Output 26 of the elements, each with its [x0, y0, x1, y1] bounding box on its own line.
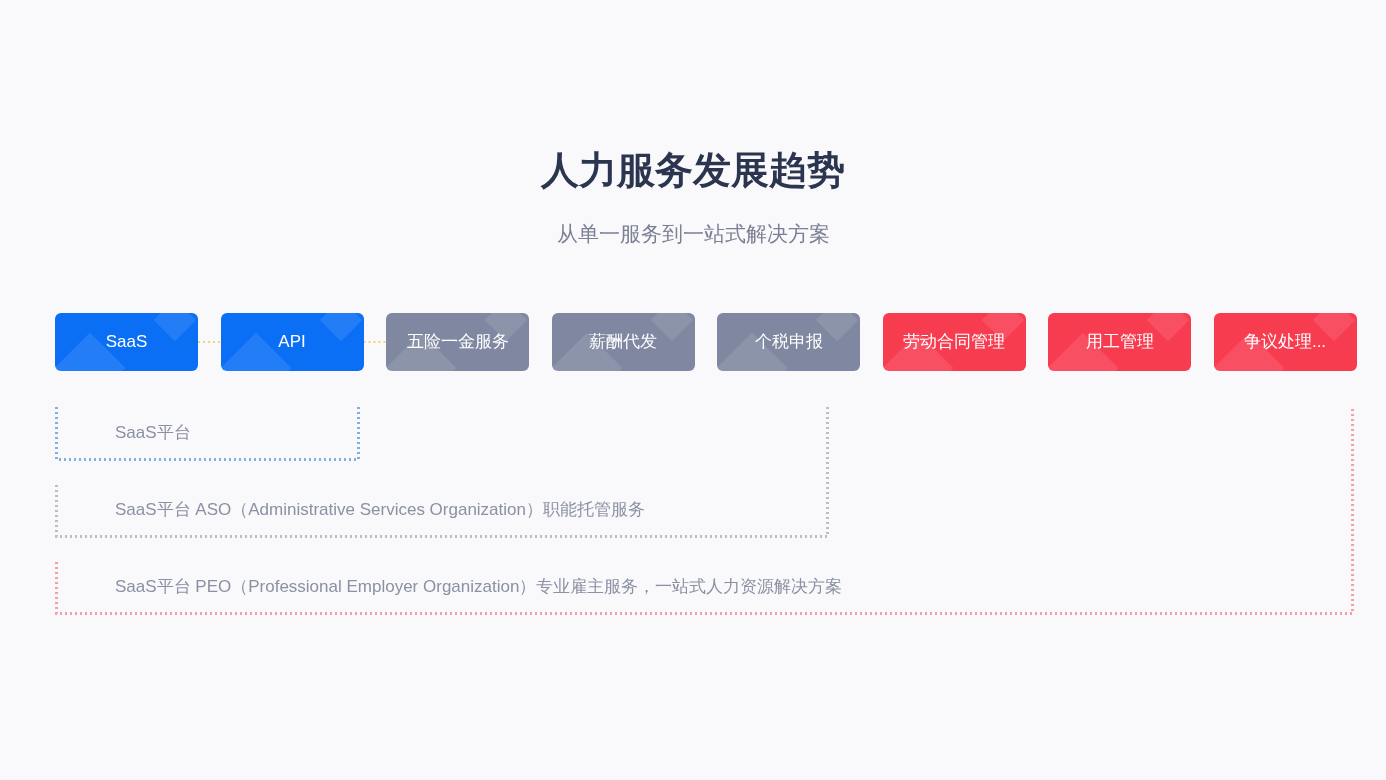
box-label: 薪酬代发	[589, 331, 657, 354]
dotted-bracket	[55, 407, 829, 538]
service-box	[1048, 313, 1191, 371]
service-box	[882, 313, 1026, 371]
box-label: 个税申报	[754, 331, 823, 354]
bracket-label: SaaS平台 ASO（Administrative Services Organization）职能托管服务	[115, 498, 645, 521]
box-label: 劳动合同管理	[903, 331, 1005, 354]
box-label: 争议处理...	[1243, 331, 1327, 354]
dotted-connector	[197, 341, 222, 343]
service-box	[386, 313, 529, 371]
service-box	[717, 313, 860, 371]
bracket-label: SaaS平台 PEO（Professional Employer Organization）专业雇主服务，一站式人力资源解决方案	[115, 575, 843, 598]
title: 人力服务发展趋势	[539, 148, 846, 193]
dotted-connector	[362, 341, 387, 343]
bracket-label: SaaS平台	[115, 421, 191, 444]
service-box	[551, 313, 695, 371]
box-label: 五险一金服务	[406, 331, 509, 354]
dotted-bracket	[55, 407, 360, 461]
box-label: SaaS	[105, 331, 148, 354]
box-label: API	[278, 331, 306, 354]
service-box	[220, 313, 364, 371]
subtitle: 从单一服务到一站式解决方案	[555, 221, 831, 247]
service-box	[1213, 313, 1357, 371]
dotted-bracket	[55, 407, 1354, 615]
service-box	[55, 313, 198, 371]
box-label: 用工管理	[1085, 331, 1154, 354]
